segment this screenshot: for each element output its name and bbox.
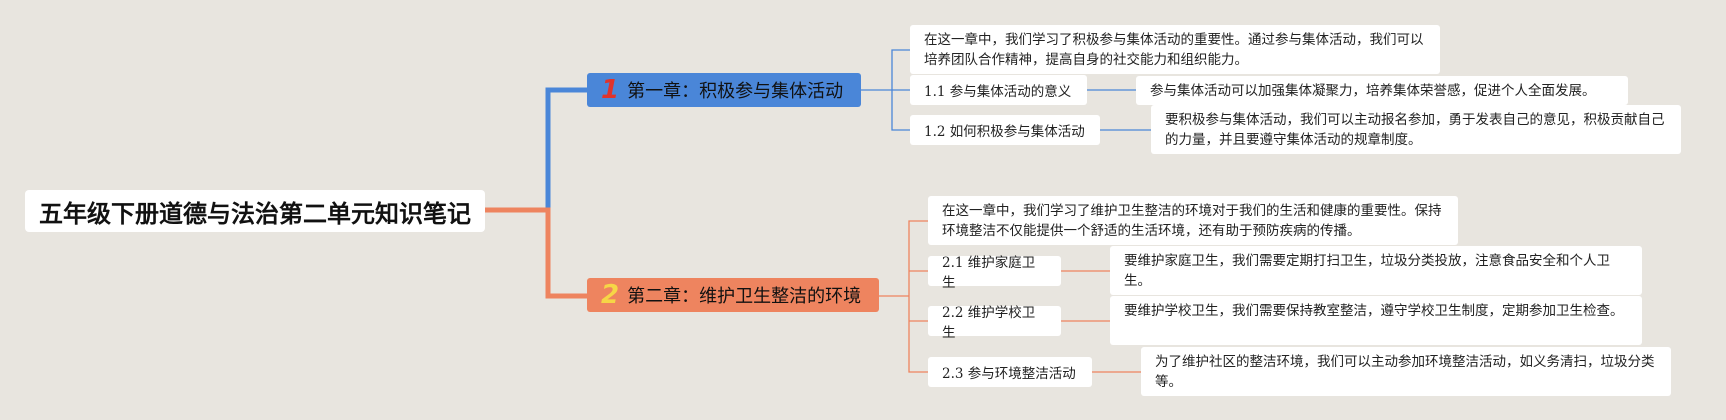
section-1-2[interactable]: 1.2 如何积极参与集体活动 bbox=[910, 115, 1100, 145]
section-1-1-note[interactable]: 参与集体活动可以加强集体凝聚力，培养集体荣誉感，促进个人全面发展。 bbox=[1136, 76, 1628, 105]
chapter-2-summary[interactable]: 在这一章中，我们学习了维护卫生整洁的环境对于我们的生活和健康的重要性。保持环境整… bbox=[928, 196, 1458, 245]
section-2-1-label: 2.1 维护家庭卫生 bbox=[942, 255, 1036, 291]
section-2-2-note-text: 要维护学校卫生，我们需要保持教室整洁，遵守学校卫生制度，定期参加卫生检查。 bbox=[1124, 303, 1624, 319]
section-2-3-label: 2.3 参与环境整洁活动 bbox=[942, 366, 1076, 382]
section-1-1[interactable]: 1.1 参与集体活动的意义 bbox=[910, 75, 1087, 105]
section-2-3-note-text: 为了维护社区的整洁环境，我们可以主动参加环境整洁活动，如义务清扫，垃圾分类等。 bbox=[1155, 354, 1655, 390]
chapter-2-summary-text: 在这一章中，我们学习了维护卫生整洁的环境对于我们的生活和健康的重要性。保持环境整… bbox=[942, 203, 1442, 239]
chapter-number-1: 1 bbox=[601, 75, 620, 105]
section-1-2-note[interactable]: 要积极参与集体活动，我们可以主动报名参加，勇于发表自己的意见，积极贡献自己的力量… bbox=[1151, 105, 1681, 154]
chapter-2-topic[interactable]: 2 第二章：维护卫生整洁的环境 bbox=[587, 278, 879, 312]
chapter-1-summary[interactable]: 在这一章中，我们学习了积极参与集体活动的重要性。通过参与集体活动，我们可以培养团… bbox=[910, 25, 1440, 74]
chapter-number-2: 2 bbox=[601, 280, 620, 310]
section-2-2-label: 2.2 维护学校卫生 bbox=[942, 305, 1036, 341]
chapter-1-summary-text: 在这一章中，我们学习了积极参与集体活动的重要性。通过参与集体活动，我们可以培养团… bbox=[924, 32, 1424, 68]
section-2-1-note-text: 要维护家庭卫生，我们需要定期打扫卫生，垃圾分类投放，注意食品安全和个人卫生。 bbox=[1124, 253, 1610, 289]
section-2-2-note[interactable]: 要维护学校卫生，我们需要保持教室整洁，遵守学校卫生制度，定期参加卫生检查。 bbox=[1110, 296, 1642, 345]
root-topic[interactable]: 五年级下册道德与法治第二单元知识笔记 bbox=[25, 190, 485, 232]
section-2-3-note[interactable]: 为了维护社区的整洁环境，我们可以主动参加环境整洁活动，如义务清扫，垃圾分类等。 bbox=[1141, 347, 1671, 396]
chapter-2-title: 第二章：维护卫生整洁的环境 bbox=[627, 286, 862, 307]
section-1-1-note-text: 参与集体活动可以加强集体凝聚力，培养集体荣誉感，促进个人全面发展。 bbox=[1150, 83, 1596, 99]
root-title: 五年级下册道德与法治第二单元知识笔记 bbox=[39, 199, 471, 228]
chapter-1-topic[interactable]: 1 第一章：积极参与集体活动 bbox=[587, 73, 861, 107]
section-2-1-note[interactable]: 要维护家庭卫生，我们需要定期打扫卫生，垃圾分类投放，注意食品安全和个人卫生。 bbox=[1110, 246, 1642, 295]
section-1-2-note-text: 要积极参与集体活动，我们可以主动报名参加，勇于发表自己的意见，积极贡献自己的力量… bbox=[1165, 112, 1665, 148]
chapter-1-title: 第一章：积极参与集体活动 bbox=[627, 81, 844, 102]
section-2-1[interactable]: 2.1 维护家庭卫生 bbox=[928, 255, 1061, 291]
section-2-2[interactable]: 2.2 维护学校卫生 bbox=[928, 305, 1061, 341]
section-2-3[interactable]: 2.3 参与环境整洁活动 bbox=[928, 357, 1092, 387]
section-1-1-label: 1.1 参与集体活动的意义 bbox=[924, 84, 1072, 100]
section-1-2-label: 1.2 如何积极参与集体活动 bbox=[924, 124, 1085, 140]
